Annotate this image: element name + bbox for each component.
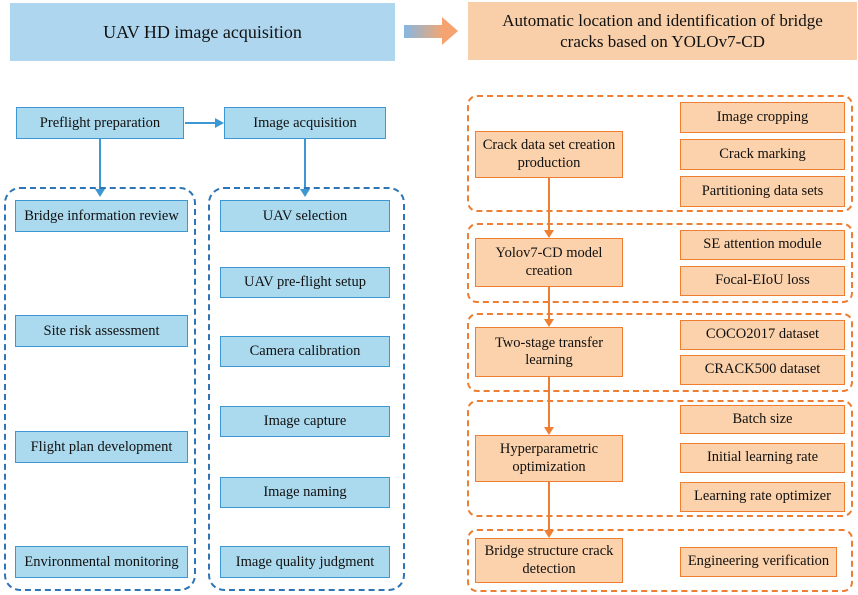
connector-line-2 — [548, 287, 550, 320]
image-quality-judgment-box: Image quality judgment — [220, 546, 390, 578]
connector-line-1 — [548, 178, 550, 231]
arrow-down-icon — [544, 427, 554, 435]
arrow-right-icon — [215, 118, 224, 128]
arrow-down-icon — [95, 189, 105, 197]
connector-line-4 — [548, 482, 550, 531]
image-cropping-box: Image cropping — [680, 102, 845, 133]
site-risk-assessment-box: Site risk assessment — [15, 315, 188, 347]
crack500-dataset-box: CRACK500 dataset — [680, 355, 845, 385]
partitioning-data-sets-box: Partitioning data sets — [680, 176, 845, 207]
se-attention-module-box: SE attention module — [680, 230, 845, 260]
left-header: UAV HD image acquisition — [10, 3, 395, 61]
model-group-container — [467, 223, 853, 303]
two-stage-transfer-learning-box: Two-stage transfer learning — [475, 327, 623, 377]
header-transition-arrow-body — [404, 25, 443, 38]
right-header: Automatic location and identification of… — [468, 2, 857, 60]
arrow-down-icon — [544, 530, 554, 538]
hyperparametric-optimization-box: Hyperparametric optimization — [475, 435, 623, 482]
crack-marking-box: Crack marking — [680, 139, 845, 170]
coco2017-dataset-box: COCO2017 dataset — [680, 320, 845, 350]
flow-connector-line — [185, 122, 216, 124]
image-naming-box: Image naming — [220, 477, 390, 508]
yolov7cd-model-creation-box: Yolov7-CD model creation — [475, 238, 623, 287]
uav-preflight-setup-box: UAV pre-flight setup — [220, 267, 390, 298]
hyperparameter-group-container — [467, 400, 853, 517]
engineering-verification-box: Engineering verification — [680, 547, 837, 577]
learning-rate-optimizer-box: Learning rate optimizer — [680, 482, 845, 512]
acquisition-group-container — [208, 187, 405, 591]
initial-learning-rate-box: Initial learning rate — [680, 443, 845, 473]
preflight-preparation-box: Preflight preparation — [16, 107, 184, 139]
transfer-group-container — [467, 313, 853, 392]
preflight-group-container — [4, 187, 196, 591]
acquisition-down-line — [304, 139, 306, 190]
detection-group-container — [467, 529, 853, 592]
batch-size-box: Batch size — [680, 405, 845, 434]
arrow-down-icon — [300, 189, 310, 197]
header-transition-arrow-head-icon — [442, 17, 458, 45]
uav-selection-box: UAV selection — [220, 200, 390, 232]
environmental-monitoring-box: Environmental monitoring — [15, 546, 188, 578]
image-acquisition-box: Image acquisition — [224, 107, 386, 139]
arrow-down-icon — [544, 319, 554, 327]
focal-eiou-loss-box: Focal-EIoU loss — [680, 266, 845, 296]
camera-calibration-box: Camera calibration — [220, 336, 390, 367]
connector-line-3 — [548, 377, 550, 428]
bridge-crack-detection-box: Bridge structure crack detection — [475, 538, 623, 583]
dataset-group-container — [467, 95, 853, 212]
crack-dataset-creation-box: Crack data set creation production — [475, 131, 623, 178]
bridge-information-review-box: Bridge information review — [15, 200, 188, 232]
preflight-down-line — [99, 139, 101, 190]
flight-plan-development-box: Flight plan development — [15, 431, 188, 463]
image-capture-box: Image capture — [220, 406, 390, 437]
arrow-down-icon — [544, 230, 554, 238]
